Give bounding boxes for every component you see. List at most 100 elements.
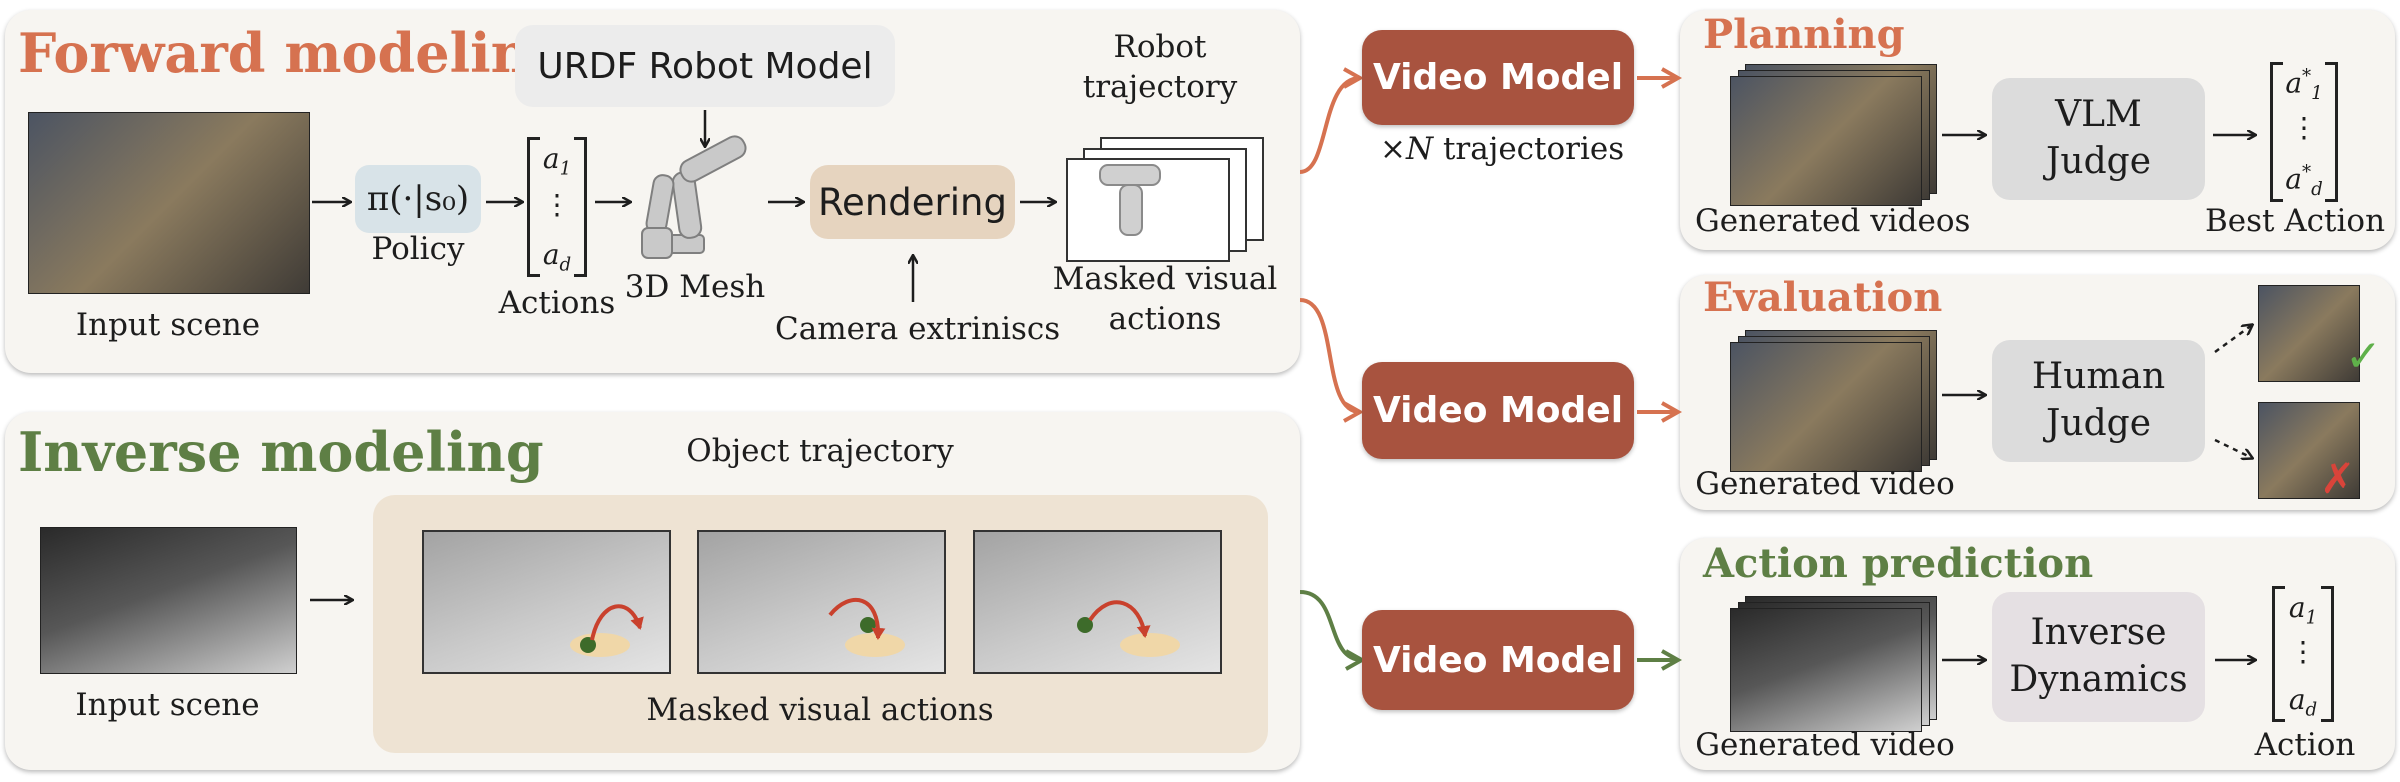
- masked-visual-actions-label-2: actions: [1108, 301, 1222, 337]
- best-vec-top: a: [2285, 66, 2303, 100]
- evaluation-generated-label: Generated video: [1695, 466, 1955, 502]
- masked-robot-wrist: [1119, 184, 1143, 236]
- camera-extrinsics-label: Camera extriniscs: [775, 311, 1061, 347]
- frame2-plate: [845, 633, 905, 657]
- actions-label: Actions: [498, 285, 616, 321]
- actions-vector-top: a: [542, 142, 560, 175]
- best-action-vector: a*1 ⋮ a*d: [2270, 62, 2338, 202]
- urdf-label: URDF Robot Model: [537, 45, 873, 87]
- best-vec-bottom-star: *: [2301, 162, 2312, 183]
- video-model-2-label: Video Model: [1372, 390, 1624, 431]
- n-trajectories-prefix: ×: [1380, 131, 1406, 167]
- connector-inverse-to-video-model: [1299, 590, 1362, 660]
- actions-vector-dots: ⋮: [543, 188, 571, 221]
- robot-trajectory-label-1: Robot: [1113, 29, 1207, 65]
- actions-vector-right-bracket: [574, 137, 587, 277]
- ap-vec-bottom-sub: d: [2305, 699, 2318, 721]
- best-vec-dots: ⋮: [2290, 111, 2318, 144]
- n-trajectories-suffix: trajectories: [1433, 131, 1625, 167]
- mesh-gripper: [641, 227, 673, 259]
- best-action-label: Best Action: [2204, 203, 2386, 239]
- policy-box: π(·|s₀): [355, 165, 481, 233]
- rendering-box: Rendering: [810, 165, 1015, 239]
- mesh-label: 3D Mesh: [624, 269, 766, 305]
- vlm-judge-line-2: Judge: [2045, 141, 2151, 182]
- ap-vec-dots: ⋮: [2289, 635, 2317, 668]
- ap-vector-left-bracket: [2272, 586, 2285, 722]
- n-trajectories-label: ×N trajectories: [1380, 131, 1624, 168]
- frame1-plate: [570, 633, 630, 657]
- rendering-label: Rendering: [818, 180, 1007, 224]
- best-vec-bottom: a: [2285, 162, 2302, 196]
- arrow-judge-to-failure: [2214, 438, 2252, 458]
- masked-visual-actions-label-1: Masked visual: [1052, 261, 1278, 297]
- planning-generated-label: Generated videos: [1695, 203, 1971, 239]
- vlm-judge-line-1: VLM: [2055, 94, 2142, 136]
- forward-modeling-title: Forward modeling: [18, 21, 568, 85]
- connector-forward-to-video-model-2: [1299, 298, 1360, 412]
- video-model-box-3: Video Model: [1362, 610, 1634, 710]
- connector-forward-to-video-model-1: [1299, 78, 1360, 174]
- ap-vec-top: a: [2288, 591, 2306, 624]
- video-model-1-label: Video Model: [1372, 57, 1624, 98]
- human-judge-line-2: Judge: [2045, 403, 2151, 444]
- mesh-upper-arm: [679, 135, 747, 183]
- inverse-input-scene-label: Input scene: [75, 687, 260, 723]
- object-trajectory-frame-1: [422, 530, 671, 674]
- robot-trajectory-label-2: trajectory: [1082, 69, 1238, 105]
- frame1-curve: [590, 604, 644, 641]
- forward-input-scene-label: Input scene: [75, 307, 261, 343]
- action-prediction-title: Action prediction: [1703, 540, 2094, 587]
- object-trajectory-frame-2: [697, 530, 946, 674]
- forward-input-scene-image: [28, 112, 310, 294]
- planning-video-1: [1730, 76, 1922, 206]
- actions-vector: a1 ⋮ ad: [527, 137, 587, 277]
- evaluation-failure-thumb: [2258, 402, 2360, 499]
- human-judge-line-1: Human: [2031, 356, 2166, 398]
- ap-action-label: Action: [2254, 727, 2356, 763]
- policy-formula: π(·|s₀): [366, 179, 470, 219]
- frame2-object: [860, 617, 876, 633]
- n-trajectories-var: N: [1405, 131, 1434, 167]
- video-model-box-2: Video Model: [1362, 362, 1634, 459]
- best-vec-top-star: *: [2302, 66, 2312, 87]
- evaluation-video-1: [1730, 342, 1922, 472]
- inverse-modeling-title: Inverse modeling: [18, 420, 544, 484]
- ap-vec-top-sub: 1: [2305, 607, 2318, 629]
- object-trajectory-frame-3: [973, 530, 1222, 674]
- ap-vector-right-bracket: [2321, 586, 2334, 722]
- actions-vector-left-bracket: [527, 137, 540, 277]
- actions-vector-top-sub: 1: [559, 158, 572, 180]
- best-vec-bottom-sub: d: [2311, 178, 2323, 200]
- video-model-3-label: Video Model: [1372, 639, 1624, 681]
- inverse-dynamics-line-2: Dynamics: [2009, 659, 2188, 700]
- inverse-input-scene-image: [40, 527, 297, 674]
- actions-vector-bottom: a: [542, 238, 560, 271]
- arrow-judge-to-success: [2214, 325, 2252, 354]
- object-trajectory-label: Object trajectory: [686, 433, 954, 469]
- video-model-box-1: Video Model: [1362, 30, 1634, 125]
- frame3-plate: [1120, 633, 1180, 657]
- inverse-masked-label: Masked visual actions: [646, 692, 994, 728]
- frame2-curve: [828, 598, 886, 640]
- evaluation-success-thumb: [2258, 285, 2360, 382]
- best-vec-top-sub: 1: [2311, 82, 2323, 104]
- evaluation-title: Evaluation: [1703, 274, 1943, 321]
- vlm-judge-box: VLM Judge: [1992, 78, 2205, 200]
- frame3-object: [1077, 617, 1093, 633]
- ap-action-vector: a1 ⋮ ad: [2272, 586, 2334, 722]
- planning-title: Planning: [1703, 11, 1905, 58]
- cross-icon: ✗: [2320, 454, 2356, 503]
- ap-video-1: [1730, 608, 1922, 732]
- frame1-object: [580, 637, 596, 653]
- actions-vector-bottom-sub: d: [559, 254, 572, 276]
- best-action-left-bracket: [2270, 62, 2283, 202]
- check-icon: ✓: [2345, 331, 2382, 382]
- ap-generated-label: Generated video: [1695, 727, 1955, 763]
